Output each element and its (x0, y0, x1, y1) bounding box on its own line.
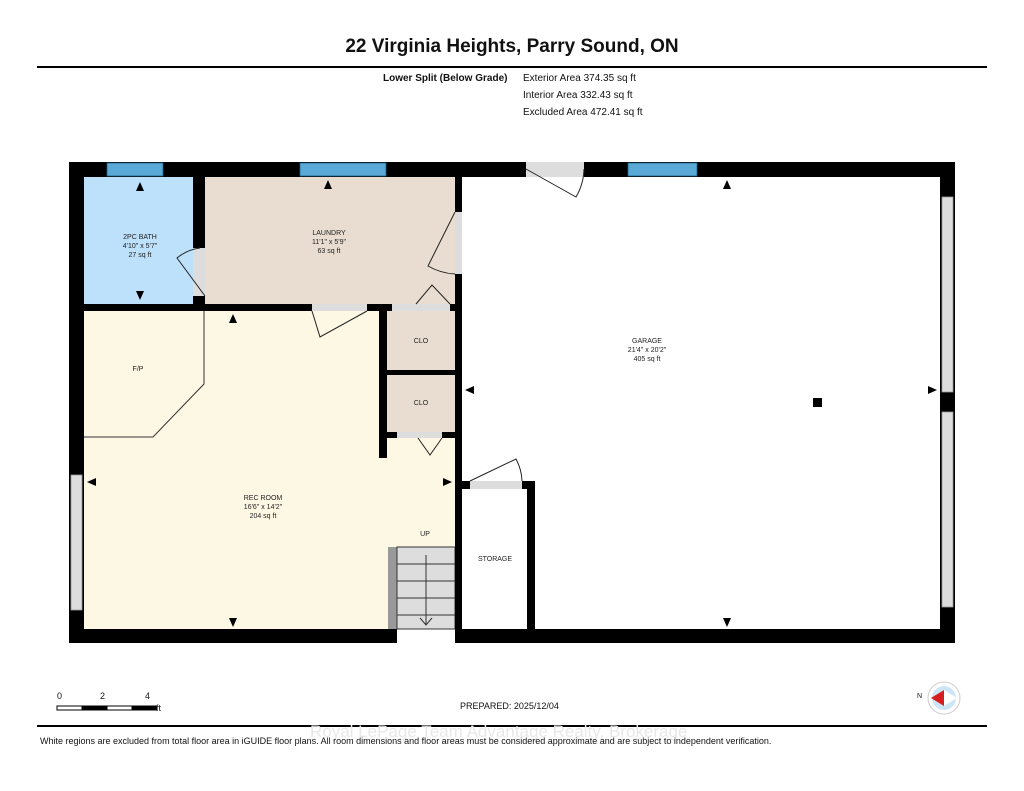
header-divider (37, 66, 987, 68)
laundry-room (205, 177, 455, 304)
fireplace-outline (84, 311, 205, 438)
footer-divider (37, 725, 987, 727)
closet-1-label: CLO (413, 338, 429, 345)
page-title: 22 Virginia Heights, Parry Sound, ON (345, 36, 679, 57)
bath-room (84, 177, 193, 304)
watermark: Royal LePage Team Advantage Realty, Brok… (310, 722, 688, 741)
compass-north-label: N (917, 693, 923, 700)
scale-4: 4 (145, 691, 151, 701)
scale-2: 2 (100, 691, 106, 701)
scale-0: 0 (57, 691, 63, 701)
garage-room (462, 177, 940, 629)
excluded-area: Excluded Area 472.41 sq ft (523, 107, 643, 118)
dimension-arrows (87, 180, 937, 627)
stairs (388, 546, 456, 630)
doors (176, 162, 585, 489)
level-label: Lower Split (Below Grade) (383, 73, 508, 84)
closet-2 (387, 375, 455, 432)
stairs-up-label: UP (420, 531, 430, 538)
closet-2-label: CLO (413, 400, 429, 407)
scale-bar (56, 705, 158, 711)
exterior-area: Exterior Area 374.35 sq ft (523, 73, 636, 84)
closet-1 (387, 311, 455, 370)
fireplace-label: F/P (132, 366, 144, 373)
disclaimer: White regions are excluded from total fl… (40, 736, 772, 746)
prepared-date: PREPARED: 2025/12/04 (460, 701, 559, 711)
windows (70, 162, 954, 611)
storage-label: STORAGE (477, 556, 513, 563)
compass-icon (927, 681, 961, 715)
scale-unit: ft (156, 703, 162, 713)
interior-area: Interior Area 332.43 sq ft (523, 90, 633, 101)
